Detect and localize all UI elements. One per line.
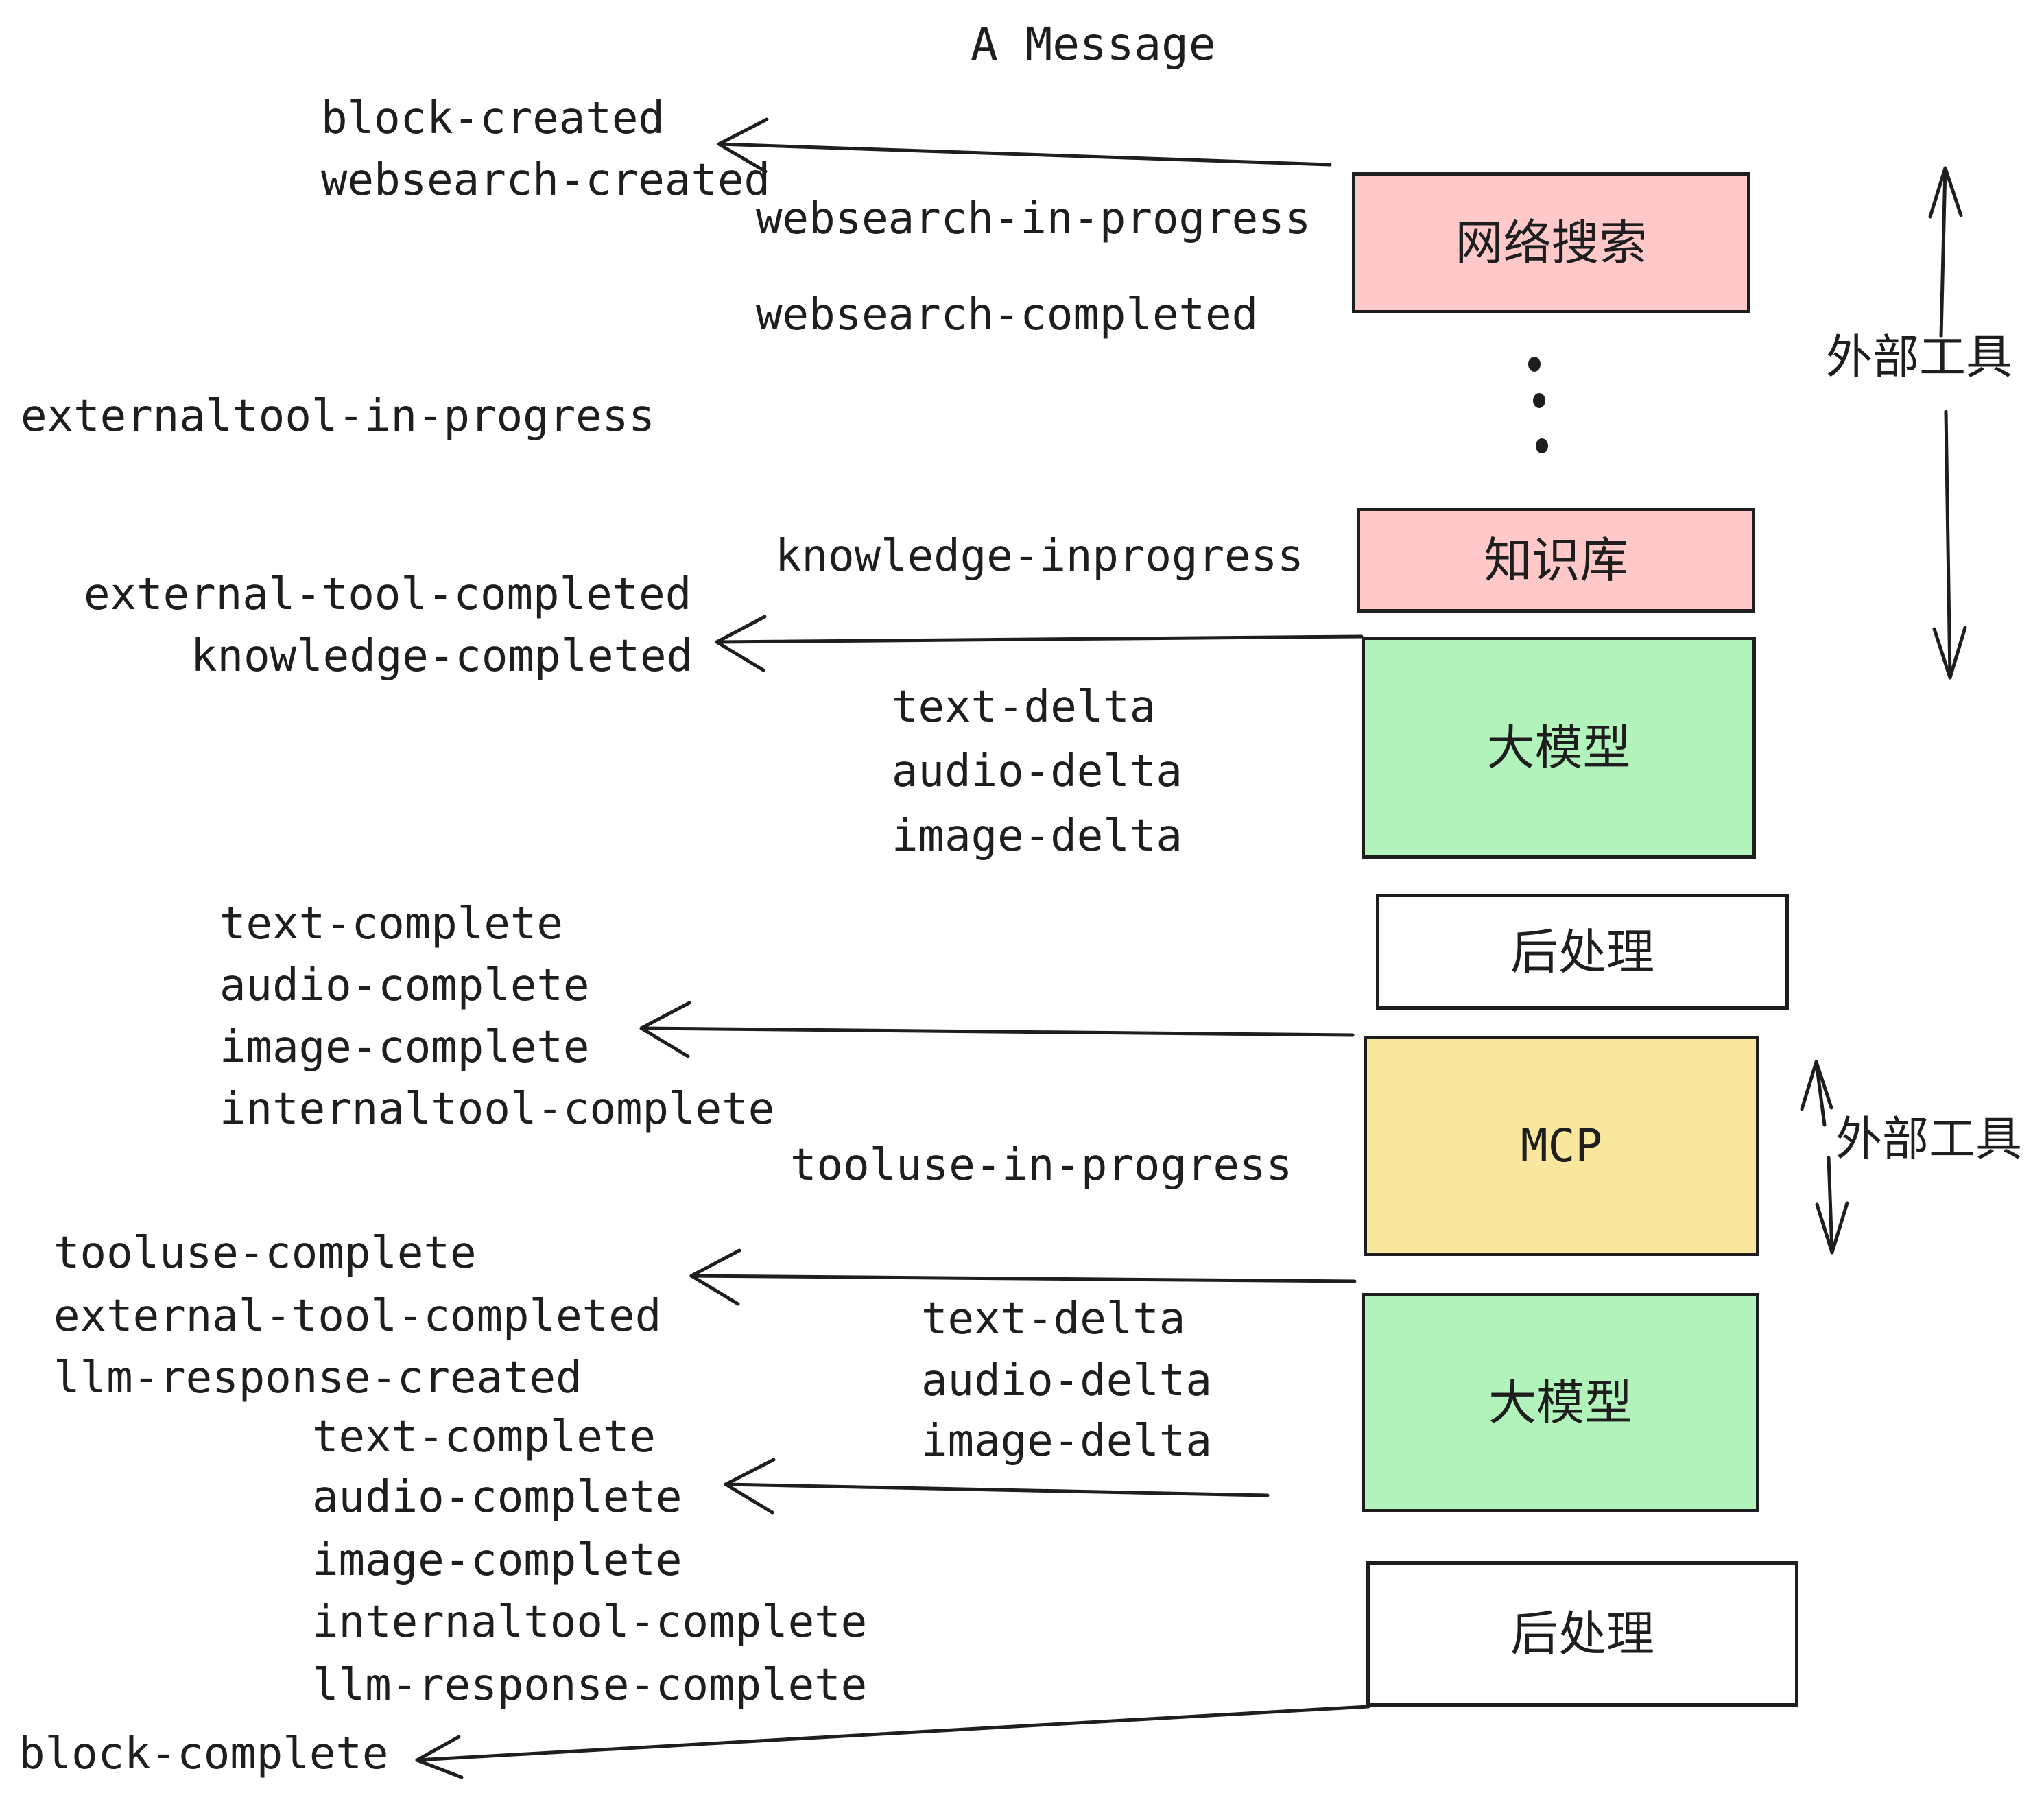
event-image-complete-2: image-complete bbox=[312, 1535, 682, 1586]
box-postprocess-top-label: 后处理 bbox=[1510, 923, 1654, 980]
box-llm-top-label: 大模型 bbox=[1486, 720, 1631, 776]
event-text-complete-1: text-complete bbox=[219, 899, 563, 949]
box-knowledge-label: 知识库 bbox=[1484, 532, 1628, 589]
box-llm-bottom: 大模型 bbox=[1362, 1293, 1759, 1512]
event-knowledge-inprogress: knowledge-inprogress bbox=[775, 531, 1304, 582]
event-text-delta-2: text-delta bbox=[921, 1294, 1186, 1344]
box-mcp: MCP bbox=[1364, 1036, 1759, 1256]
event-image-complete-1: image-complete bbox=[219, 1022, 590, 1073]
event-websearch-completed: websearch-completed bbox=[756, 289, 1259, 340]
event-audio-delta-2: audio-delta bbox=[921, 1355, 1212, 1406]
arrow-block-complete bbox=[415, 1705, 1370, 1779]
box-websearch: 网络搜索 bbox=[1352, 172, 1750, 313]
external-tools-label-top: 外部工具 bbox=[1826, 331, 2013, 385]
event-image-delta-2: image-delta bbox=[921, 1416, 1212, 1467]
event-externaltool-in-progress: externaltool-in-progress bbox=[21, 391, 655, 442]
event-websearch-in-progress: websearch-in-progress bbox=[756, 193, 1311, 244]
box-postprocess-bottom-label: 后处理 bbox=[1510, 1606, 1654, 1662]
event-block-created: block-created bbox=[321, 93, 665, 144]
external-tools-label-bottom: 外部工具 bbox=[1835, 1113, 2023, 1167]
box-knowledge: 知识库 bbox=[1357, 508, 1755, 613]
arrow-knowledge-completed bbox=[715, 615, 1364, 672]
event-tooluse-in-progress: tooluse-in-progress bbox=[790, 1140, 1293, 1191]
event-knowledge-completed: knowledge-completed bbox=[191, 631, 693, 682]
event-audio-complete-2: audio-complete bbox=[312, 1472, 682, 1523]
ellipsis-dots bbox=[1528, 357, 1548, 453]
box-llm-top: 大模型 bbox=[1362, 637, 1756, 859]
event-audio-complete-1: audio-complete bbox=[219, 960, 590, 1011]
event-block-complete: block-complete bbox=[19, 1729, 389, 1779]
event-llm-response-created: llm-response-created bbox=[54, 1353, 582, 1403]
arrow-image-complete bbox=[639, 1001, 1355, 1058]
box-llm-bottom-label: 大模型 bbox=[1488, 1375, 1632, 1431]
arrow-audio-complete bbox=[724, 1458, 1270, 1515]
event-text-delta-1: text-delta bbox=[892, 682, 1156, 733]
event-external-tool-completed-2: external-tool-completed bbox=[54, 1291, 662, 1342]
external-tools-down-arrow-top bbox=[1932, 410, 1967, 680]
event-image-delta-1: image-delta bbox=[892, 811, 1183, 862]
event-external-tool-completed-1: external-tool-completed bbox=[84, 569, 692, 620]
event-websearch-created: websearch-created bbox=[321, 155, 771, 206]
event-tooluse-complete: tooluse-complete bbox=[54, 1228, 477, 1279]
event-internaltool-complete-2: internaltool-complete bbox=[312, 1597, 868, 1648]
external-tools-up-arrow-top bbox=[1928, 166, 1963, 338]
event-text-complete-2: text-complete bbox=[312, 1412, 656, 1462]
box-postprocess-bottom: 后处理 bbox=[1366, 1561, 1798, 1707]
box-postprocess-top: 后处理 bbox=[1376, 894, 1789, 1010]
event-llm-response-complete: llm-response-complete bbox=[312, 1660, 868, 1711]
event-internaltool-complete-1: internaltool-complete bbox=[219, 1084, 775, 1135]
box-websearch-label: 网络搜索 bbox=[1455, 215, 1648, 271]
event-audio-delta-1: audio-delta bbox=[892, 746, 1183, 797]
page-title: A Message bbox=[971, 18, 1216, 71]
arrow-block-created bbox=[717, 117, 1332, 174]
box-mcp-label: MCP bbox=[1520, 1119, 1603, 1172]
